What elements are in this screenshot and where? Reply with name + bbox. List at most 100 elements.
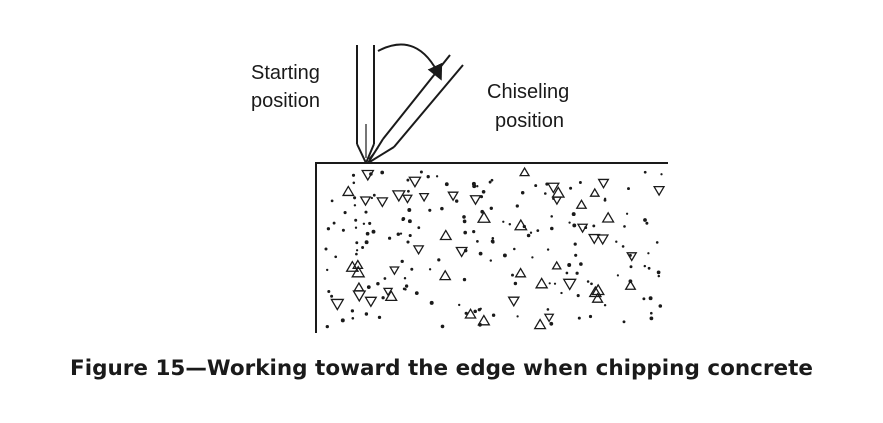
aggregate-dot <box>572 223 577 228</box>
aggregate-dot <box>660 173 663 176</box>
aggregate-stone <box>591 292 604 303</box>
aggregate-dot <box>376 281 380 286</box>
aggregate-dot <box>573 242 577 246</box>
aggregate-dot <box>616 274 620 277</box>
aggregate-dot <box>410 267 414 271</box>
aggregate-dot <box>481 189 486 194</box>
aggregate-stone <box>562 278 577 291</box>
aggregate-dot <box>362 222 366 225</box>
aggregate-stone <box>476 210 492 223</box>
aggregate-stone <box>389 266 400 276</box>
aggregate-stone <box>438 269 452 281</box>
aggregate-stone <box>551 186 566 198</box>
aggregate-dot <box>513 247 516 251</box>
aggregate-dot <box>419 170 423 174</box>
aggregate-dot <box>476 240 479 243</box>
aggregate-stone <box>626 252 638 262</box>
aggregate-dot <box>408 233 412 238</box>
aggregate-dot <box>325 324 329 329</box>
aggregate-dot <box>656 270 661 275</box>
aggregate-dot <box>352 181 356 185</box>
aggregate-dot <box>621 245 625 248</box>
aggregate-dot <box>576 294 580 298</box>
aggregate-dot <box>403 276 407 280</box>
aggregate-dot <box>371 229 376 234</box>
aggregate-stone <box>588 285 603 298</box>
aggregate-dot <box>490 178 494 182</box>
aggregate-dot <box>615 240 618 243</box>
aggregate-dot <box>568 221 571 224</box>
aggregate-dot <box>546 308 550 311</box>
aggregate-dot <box>351 316 355 320</box>
aggregate-dot <box>491 237 495 240</box>
aggregate-dot <box>529 231 533 234</box>
aggregate-dot <box>588 314 593 319</box>
aggregate-dot <box>406 240 410 244</box>
aggregate-dot <box>478 251 483 256</box>
aggregate-dot <box>536 229 540 232</box>
aggregate-dot <box>603 198 607 202</box>
aggregate-dot <box>575 271 579 275</box>
aggregate-stone <box>589 187 601 197</box>
aggregate-dot <box>544 192 547 195</box>
aggregate-dot <box>426 175 430 179</box>
aggregate-dot <box>647 252 650 255</box>
aggregate-dot <box>437 258 441 262</box>
aggregate-dot <box>354 226 358 229</box>
aggregate-dot <box>381 296 385 300</box>
aggregate-dot <box>429 300 434 305</box>
aggregate-dot <box>364 240 369 245</box>
aggregate-dot <box>502 253 507 258</box>
aggregate-dot <box>549 321 554 326</box>
aggregate-dot <box>586 280 590 283</box>
aggregate-dot <box>565 271 569 275</box>
figure-caption: Figure 15—Working toward the edge when c… <box>70 356 813 381</box>
aggregate-stone <box>351 265 366 278</box>
aggregate-stone <box>534 277 549 289</box>
chisel-chiseling-position <box>367 54 464 164</box>
aggregate-dot <box>658 304 663 308</box>
aggregate-dot <box>462 215 466 219</box>
aggregate-dot <box>428 208 432 212</box>
aggregate-dot <box>354 218 358 222</box>
aggregate-stone <box>513 218 528 231</box>
aggregate-stone <box>391 190 406 203</box>
aggregate-dot <box>462 277 467 282</box>
aggregate-stone <box>382 287 394 297</box>
aggregate-dot <box>622 320 626 324</box>
aggregate-stone <box>551 260 562 270</box>
starting-label-line2: position <box>251 90 320 112</box>
aggregate-dot <box>370 196 373 200</box>
aggregate-stone <box>341 185 355 197</box>
aggregate-dot <box>407 189 410 193</box>
aggregate-dot <box>491 240 495 244</box>
aggregate-stone <box>469 195 482 206</box>
aggregate-dot <box>463 230 468 235</box>
aggregate-dot <box>574 253 578 257</box>
aggregate-dot <box>368 221 372 225</box>
rotation-arrow <box>377 43 443 81</box>
aggregate-dot <box>590 282 593 286</box>
aggregate-stone <box>455 246 469 258</box>
aggregate-dot <box>567 263 572 267</box>
aggregate-stone <box>533 318 547 330</box>
aggregate-stone <box>330 298 345 311</box>
aggregate-dot <box>401 218 405 222</box>
aggregate-dot <box>330 294 334 298</box>
aggregate-dot <box>643 170 647 174</box>
aggregate-dot <box>324 247 328 251</box>
chisel-starting-position <box>356 45 375 164</box>
aggregate-dot <box>550 215 553 218</box>
aggregate-dot <box>327 289 331 294</box>
aggregate-dot <box>647 266 651 270</box>
aggregate-dot <box>578 181 582 184</box>
aggregate-dot <box>649 316 654 321</box>
aggregate-stone <box>543 313 555 323</box>
aggregate-dot <box>440 324 445 329</box>
aggregate-dot <box>471 181 476 186</box>
aggregate-dot <box>623 225 626 228</box>
aggregate-dot <box>515 204 519 208</box>
aggregate-stone <box>514 267 527 278</box>
